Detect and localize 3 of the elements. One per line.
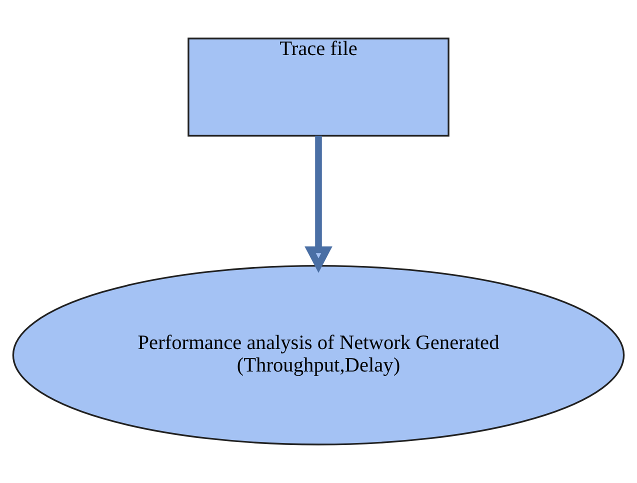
arrow xyxy=(304,136,332,273)
node-ellipse: Performance analysis of Network Generated (Throughput,Delay) xyxy=(12,264,625,446)
node-box: Trace file xyxy=(188,38,450,137)
